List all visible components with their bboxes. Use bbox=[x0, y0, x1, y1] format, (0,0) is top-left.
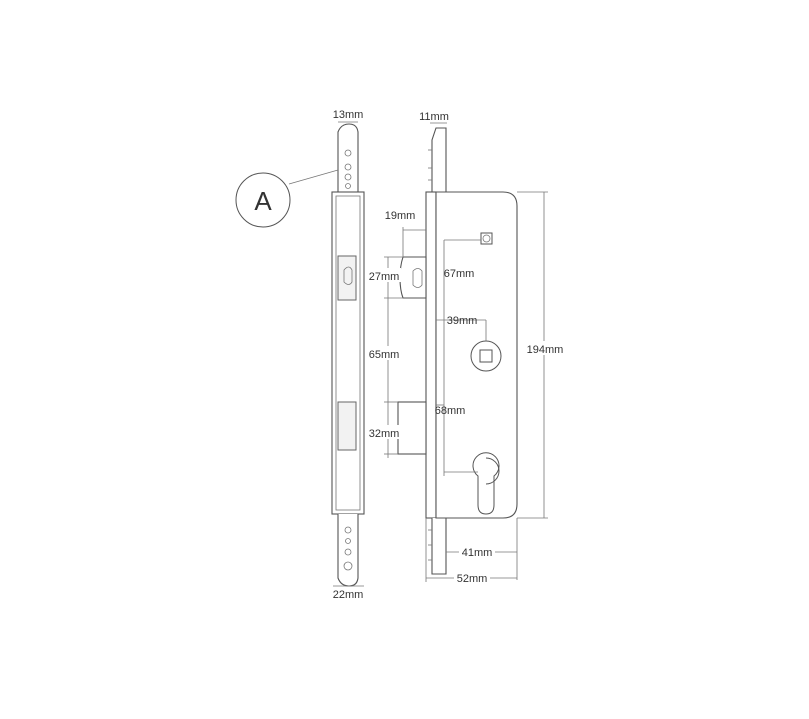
deadbolt bbox=[397, 401, 427, 455]
fixing-hole bbox=[343, 561, 353, 571]
label-mask bbox=[454, 571, 490, 585]
label-mask bbox=[367, 346, 401, 360]
follower-pin bbox=[480, 232, 493, 245]
dim-case-height: 194mm bbox=[527, 344, 564, 356]
faceplate-bottom-tab bbox=[337, 514, 359, 587]
dim-case-depth: 52mm bbox=[457, 573, 488, 585]
faceplate-top-tab bbox=[337, 123, 359, 192]
faceplate-view: 13mm 22mm bbox=[331, 109, 365, 601]
fixing-hole bbox=[344, 149, 352, 157]
dim-faceplate-bottom-width: 22mm bbox=[333, 589, 364, 601]
cylinder-top-arc bbox=[485, 457, 500, 485]
faceplate-inner bbox=[335, 195, 361, 511]
edge-plate-bottom bbox=[431, 518, 447, 575]
fixing-hole bbox=[344, 163, 352, 171]
faceplate-body bbox=[331, 191, 365, 515]
euro-cylinder-cutout bbox=[472, 452, 500, 515]
edge-plate-body bbox=[425, 191, 437, 519]
dim-edge-thickness: 11mm bbox=[419, 111, 449, 123]
dim-deadbolt-offset: 68mm bbox=[435, 405, 466, 417]
callout-leader bbox=[288, 169, 339, 185]
latch-window bbox=[337, 255, 357, 301]
fixing-hole bbox=[344, 548, 352, 556]
dim-spindle-offset: 67mm bbox=[444, 268, 475, 280]
label-mask bbox=[367, 425, 401, 439]
edge-plate-top bbox=[431, 127, 447, 192]
dim-latch-height: 27mm bbox=[369, 271, 400, 283]
latch-keyhole bbox=[343, 266, 353, 285]
deadbolt-window bbox=[337, 401, 357, 451]
spindle-square bbox=[479, 349, 493, 363]
lock-case-body bbox=[435, 191, 518, 519]
label-mask bbox=[367, 268, 401, 282]
dim-deadbolt-height: 32mm bbox=[369, 428, 400, 440]
fixing-hole bbox=[345, 183, 351, 189]
callout-a: A bbox=[235, 169, 339, 228]
dim-latch-projection: 19mm bbox=[385, 210, 416, 222]
fixing-hole bbox=[344, 173, 352, 181]
callout-letter: A bbox=[254, 186, 272, 216]
dim-faceplate-top-width: 13mm bbox=[333, 109, 364, 121]
dim-spindle-square: 39mm bbox=[447, 315, 478, 327]
follower-pin-center bbox=[482, 234, 491, 243]
callout-circle bbox=[235, 172, 291, 228]
lock-case-view: 11mm 19mm 27mm 65mm 32mm 67mm 39mm 68mm … bbox=[367, 111, 566, 585]
label-mask bbox=[459, 545, 495, 559]
dim-bolt-gap: 65mm bbox=[369, 349, 400, 361]
latch-slot bbox=[412, 268, 423, 288]
dim-backset: 41mm bbox=[462, 547, 493, 559]
label-mask bbox=[524, 341, 566, 355]
fixing-hole bbox=[344, 526, 352, 534]
fixing-hole bbox=[345, 538, 351, 544]
